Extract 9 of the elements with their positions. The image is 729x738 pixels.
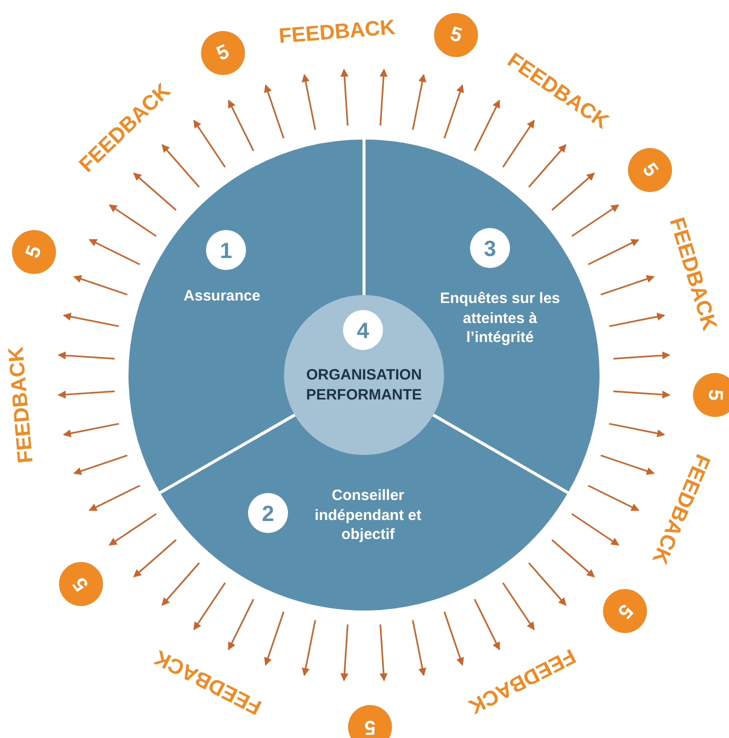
- feedback-label: FEEDBACK: [6, 346, 37, 464]
- segment-label: Assurance: [182, 286, 262, 306]
- segment-label: Enquêtes sur les atteintes à l’intégrité: [438, 288, 562, 348]
- feedback-badge: 5: [692, 372, 729, 418]
- number-badge: 4: [343, 310, 383, 350]
- center-title: ORGANISATION PERFORMANTE: [305, 366, 423, 404]
- segment-label: Conseiller indépendant et objectif: [314, 486, 422, 544]
- feedback-label: FEEDBACK: [278, 17, 396, 48]
- feedback-badge: 5: [348, 704, 393, 738]
